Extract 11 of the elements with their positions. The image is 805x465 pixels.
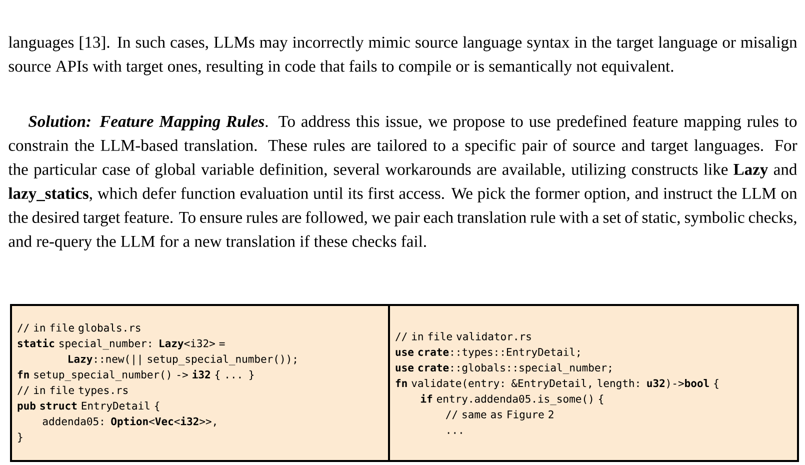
- label: the desired target feature. To ensure rules are followed, we pair each translation rule with a set of static, symbolic checks,: [8, 211, 796, 226]
- paragraph: Solution: Feature Mapping Rules. To address this issue, we propose to use predefined feature mapping rules to constrain the LLM-based translation. These rules are tailored to a specific pair of source and target languages. For the particular case of global variable definition, several workarounds are available, utilizing constructs like Lazy and lazy_statics, which defer function evaluation until its first access. We pick the former option, and instruct the LLM on the desired target feature. To ensure rules are followed, we pair each translation rule with a set of static, symbolic checks, and re-query the LLM for a new translation if these checks fail.: [8, 115, 798, 250]
- label: Solution: Feature Mapping Rules: [28, 115, 264, 130]
- label: the particular case of global variable definition, several workarounds are available, utilizing constructs like Lazy and: [8, 163, 797, 178]
- label: constrain the LLM-based translation. These rules are tailored to a specific pair of source and target languages. For: [8, 139, 798, 154]
- code-box: // in file validator.rs use crate::types::EntryDetail; use crate::globals::special_number; fn validate(entry: &EntryDetail, length: u32)->bool { if entry.addenda05.is_some() { // same as Figure 2 ...: [388, 304, 799, 462]
- label: and re-query the LLM for a new translation if these checks fail.: [8, 235, 426, 250]
- paragraph: languages [13]. In such cases, LLMs may incorrectly mimic source language syntax in the target language or misalign source APIs with target ones, resulting in code that fails to compile or is semantically not equivalent.: [8, 36, 798, 76]
- label: lazy_statics, which defer function evaluation until its first access. We pick the former option, and instruct the LLM on: [8, 187, 798, 202]
- label: . To address this issue, we propose to use predefined feature mapping rules to: [266, 115, 797, 130]
- code-box: // in file globals.rs static special_number: Lazy<i32> = Lazy::new(|| setup_special_number()); fn setup_special_number() -> i32 { ... } // in file types.rs pub struct EntryDetail { addenda05: Option<Vec<i32>>, }: [10, 304, 390, 462]
